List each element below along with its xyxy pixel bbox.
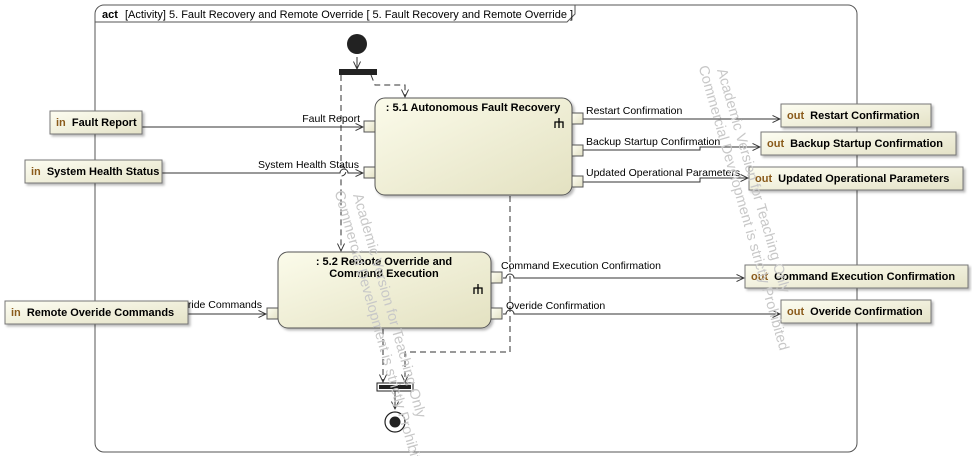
input-pin-system-health [363,166,376,179]
output-parameter-backup[interactable]: out Backup Startup Confirmation [760,131,957,156]
svg-text:out Backup Startup Confi: out Backup Startup Confirmation [767,138,943,150]
svg-text:in Fault Report: in Fault Report [56,117,137,129]
input-parameter-fault-report[interactable]: in Fault Report [49,110,143,135]
svg-text:out Overide Confirmation: out Overide Confirmation [787,306,923,318]
output-parameter-overide[interactable]: out Overide Confirmation [780,299,932,324]
pins [266,112,584,320]
input-pin-remote-cmds [266,307,279,320]
parameter-name: System Health Status [47,166,159,178]
action-5-1[interactable]: : 5.1 Autonomous Fault Recovery [374,97,573,196]
out-keyword: out [787,306,804,318]
in-keyword: in [11,307,21,319]
frame-title: [Activity] 5. Fault Recovery and Remote … [125,9,573,21]
output-pin-restart [571,112,584,125]
edge-label-system-health: System Health Status [258,159,359,171]
svg-text:act [Activity] 5. Fault: act [Activity] 5. Fault Recovery and Rem… [102,9,573,21]
control-flows [341,57,511,409]
call-behavior-rake-icon [554,118,564,128]
edge-label-restart: Restart Confirmation [586,105,682,117]
output-pin-updated [571,175,584,188]
edge-labels: Fault Report System Health Status Remote… [129,105,740,312]
output-pin-cmd-exec [490,271,503,284]
parameter-name: Fault Report [72,117,137,129]
edge-label-updated: Updated Operational Parameters [586,167,740,179]
svg-text:in Remote Overide Comman: in Remote Overide Commands [11,307,174,319]
flow-fork-to-52 [341,75,347,251]
call-behavior-rake-icon [473,284,483,294]
output-pin-backup [571,144,584,157]
flow-fork-to-51 [370,74,405,97]
fork-bar [339,69,377,75]
edge-label-fault-report: Fault Report [302,113,360,125]
out-keyword: out [767,138,784,150]
parameter-name: Backup Startup Confirmation [790,138,943,150]
svg-text:out Command Execution Co: out Command Execution Confirmation [751,271,955,283]
parameter-name: Restart Confirmation [810,110,920,122]
out-keyword: out [751,271,768,283]
join-bar [376,382,414,392]
flow-51-to-join [405,196,511,382]
initial-node [347,34,367,54]
svg-text:out Updated Operational: out Updated Operational Parameters [755,173,949,185]
parameter-name: Command Execution Confirmation [774,271,955,283]
edge-label-overide: Overide Confirmation [506,300,605,312]
action-5-2-label-line1: : 5.2 Remote Override and [316,256,452,268]
svg-text:in System Health Status: in System Health Status [31,166,159,178]
in-keyword: in [56,117,66,129]
svg-text:out Restart Confirmation: out Restart Confirmation [787,110,920,122]
parameter-name: Overide Confirmation [810,306,923,318]
input-pin-fault-report [363,120,376,133]
action-5-2[interactable]: : 5.2 Remote Override and Command Execut… [277,251,492,329]
flow-system-health [162,168,363,173]
action-5-1-label: : 5.1 Autonomous Fault Recovery [386,102,561,114]
parameter-name: Updated Operational Parameters [778,173,949,185]
output-pin-overide [490,307,503,320]
in-keyword: in [31,166,41,178]
output-parameter-cmd-exec[interactable]: out Command Execution Confirmation [744,264,969,289]
output-parameter-updated[interactable]: out Updated Operational Parameters [748,166,964,191]
parameter-name: Remote Overide Commands [27,307,174,319]
output-parameter-restart[interactable]: out Restart Confirmation [780,103,932,128]
out-keyword: out [755,173,772,185]
flow-updated [583,178,748,183]
action-5-2-label-line2: Command Execution [329,268,439,280]
edge-label-backup: Backup Startup Confirmation [586,136,720,148]
flow-cmd-exec [503,273,744,278]
input-parameter-system-health[interactable]: in System Health Status [24,159,163,184]
flow-backup [583,147,760,150]
frame-keyword: act [102,9,118,21]
out-keyword: out [787,110,804,122]
input-parameter-remote-cmds[interactable]: in Remote Overide Commands [4,300,189,325]
activity-final-node [384,411,406,433]
edge-label-cmd-exec: Command Execution Confirmation [501,260,661,272]
diagram-frame: act [Activity] 5. Fault Recovery and Rem… [94,4,858,453]
